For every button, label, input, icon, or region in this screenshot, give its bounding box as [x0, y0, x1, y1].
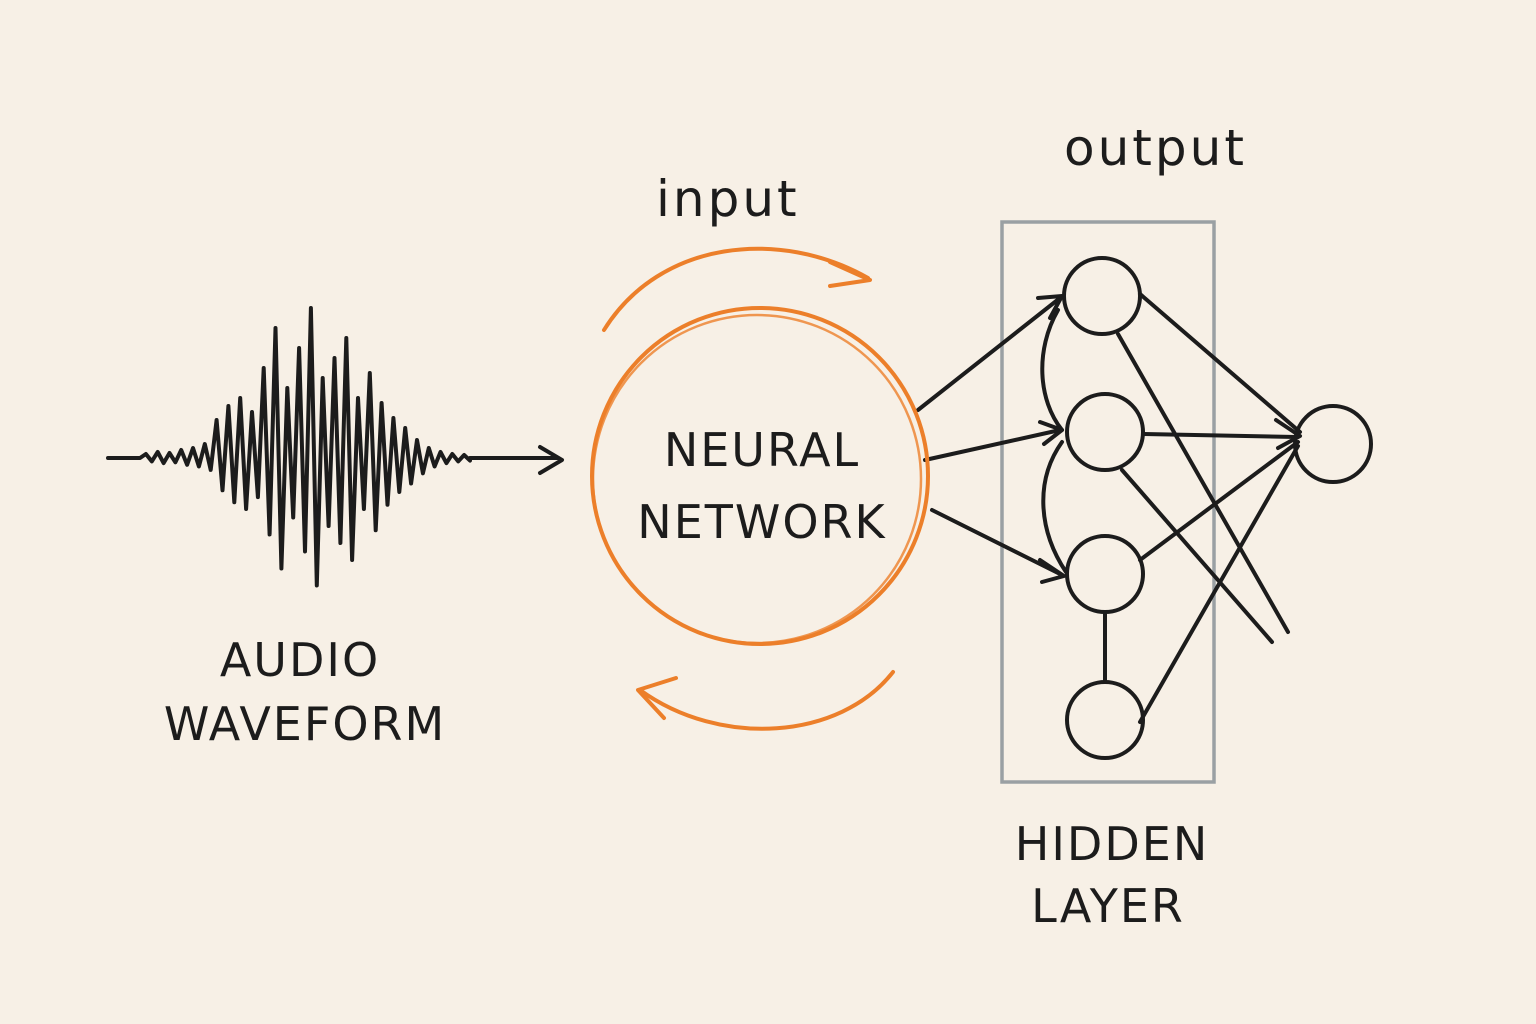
- waveform-arrow-head: [538, 445, 564, 475]
- input-label: input: [656, 170, 800, 228]
- edge-node-2-down: [1120, 468, 1274, 644]
- output-connections: [1116, 292, 1302, 724]
- hidden-layer-box: [1000, 220, 1216, 784]
- output-arrowhead: [1274, 418, 1302, 450]
- waveform-label-line-1: AUDIO: [220, 633, 380, 687]
- connection-to-node-3: [930, 508, 1064, 577]
- hidden-node-2: [1065, 392, 1145, 472]
- input-loop-arrowhead: [828, 260, 872, 288]
- curve-node-1-2: [1040, 308, 1064, 432]
- edge-node-3-output: [1138, 440, 1300, 562]
- edge-node-1-down: [1116, 332, 1290, 634]
- hidden-label-line-1: HIDDEN: [1015, 817, 1209, 871]
- return-loop-arrow: [638, 670, 895, 731]
- curve-node-2-3: [1041, 440, 1068, 574]
- output-label: output: [1064, 119, 1247, 177]
- hidden-label-line-2: LAYER: [1031, 879, 1185, 933]
- neural-network-circle-sketch: [591, 313, 923, 645]
- hidden-node-3: [1065, 534, 1145, 614]
- connection-to-node-2: [923, 428, 1062, 462]
- center-label-line-2: NETWORK: [637, 495, 886, 549]
- hidden-node-1: [1062, 256, 1142, 336]
- connection-to-node-1: [916, 296, 1062, 412]
- hidden-node-links: [1040, 308, 1107, 684]
- center-label-line-1: NEURAL: [664, 423, 860, 477]
- waveform-label-line-2: WAVEFORM: [164, 697, 446, 751]
- return-loop-arrowhead: [636, 676, 678, 720]
- arrowhead-node-3: [1038, 558, 1066, 584]
- audio-waveform: [106, 306, 560, 588]
- hidden-node-4: [1065, 680, 1145, 760]
- output-node: [1293, 404, 1373, 484]
- edge-node-2-output: [1142, 432, 1298, 439]
- edge-node-1-output: [1138, 292, 1302, 434]
- input-connections: [916, 294, 1066, 584]
